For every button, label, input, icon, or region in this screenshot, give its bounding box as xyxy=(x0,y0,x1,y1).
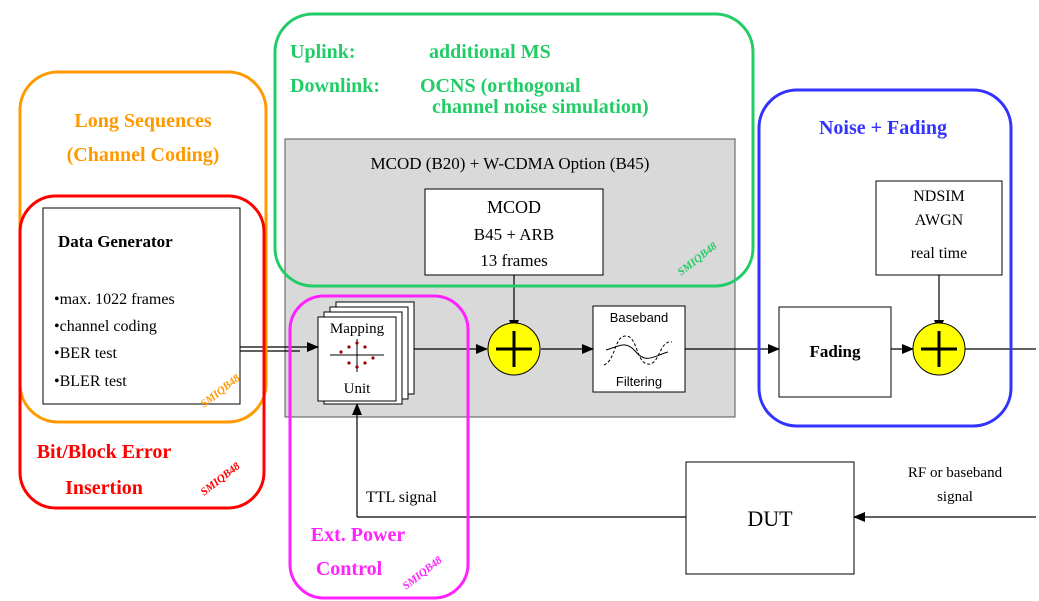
red-caption-line2: Insertion xyxy=(65,477,143,499)
data-generator-item: •channel coding xyxy=(54,318,157,335)
constellation-points xyxy=(339,341,375,369)
ndsim-line1: NDSIM xyxy=(913,188,965,205)
signal-lines xyxy=(240,275,1036,522)
filtering-label: Filtering xyxy=(616,374,662,389)
mapping-unit: Mapping Unit xyxy=(317,301,415,405)
rf-signal-label-line2: signal xyxy=(937,489,973,505)
rf-signal-label-line1: RF or baseband xyxy=(908,465,1003,481)
data-generator-item: •max. 1022 frames xyxy=(54,291,175,308)
red-group-outline xyxy=(18,194,266,510)
filter-waveform xyxy=(603,335,673,366)
blue-caption: Noise + Fading xyxy=(819,117,947,139)
data-generator-item: •BER test xyxy=(54,345,117,362)
stamp-red: SMIQB48 xyxy=(198,460,242,498)
stamp-magenta: SMIQB48 xyxy=(400,554,444,592)
uplink-label: Uplink: xyxy=(290,41,356,63)
mcod-line1: MCOD xyxy=(487,197,541,217)
unit-label: Unit xyxy=(344,381,372,397)
mcod-line2: B45 + ARB xyxy=(474,225,554,244)
mcod-box xyxy=(424,188,604,276)
ndsim-line2: AWGN xyxy=(915,212,964,229)
data-generator-title: Data Generator xyxy=(58,232,173,251)
mapping-label: Mapping xyxy=(330,321,385,337)
data-generator-item: •BLER test xyxy=(54,373,127,390)
magenta-caption-line2: Control xyxy=(316,558,383,580)
orange-caption-line2: (Channel Coding) xyxy=(67,144,220,166)
baseband-label: Baseband xyxy=(610,310,669,325)
dut-label: DUT xyxy=(747,506,793,531)
downlink-value-line2: channel noise simulation) xyxy=(432,96,649,118)
magenta-caption-line1: Ext. Power xyxy=(311,524,406,546)
ttl-signal-label: TTL signal xyxy=(366,489,438,506)
red-caption-line1: Bit/Block Error xyxy=(37,441,172,463)
ndsim-box xyxy=(875,180,1003,276)
magenta-group-outline xyxy=(288,294,470,600)
blue-group-outline xyxy=(757,88,1013,428)
downlink-value-line1: OCNS (orthogonal xyxy=(420,75,581,97)
adder-1 xyxy=(487,322,541,376)
mcod-line3: 13 frames xyxy=(480,251,548,270)
fading-label: Fading xyxy=(809,342,861,361)
data-generator-box xyxy=(42,207,241,405)
uplink-value: additional MS xyxy=(429,41,551,63)
adder-2 xyxy=(912,322,966,376)
green-group-outline xyxy=(273,12,755,288)
fading-box xyxy=(778,306,892,398)
orange-caption-line1: Long Sequences xyxy=(74,110,211,132)
panel-title: MCOD (B20) + W-CDMA Option (B45) xyxy=(371,154,650,173)
dut-box xyxy=(685,461,855,575)
ndsim-line3: real time xyxy=(911,245,967,262)
downlink-label: Downlink: xyxy=(290,75,380,97)
